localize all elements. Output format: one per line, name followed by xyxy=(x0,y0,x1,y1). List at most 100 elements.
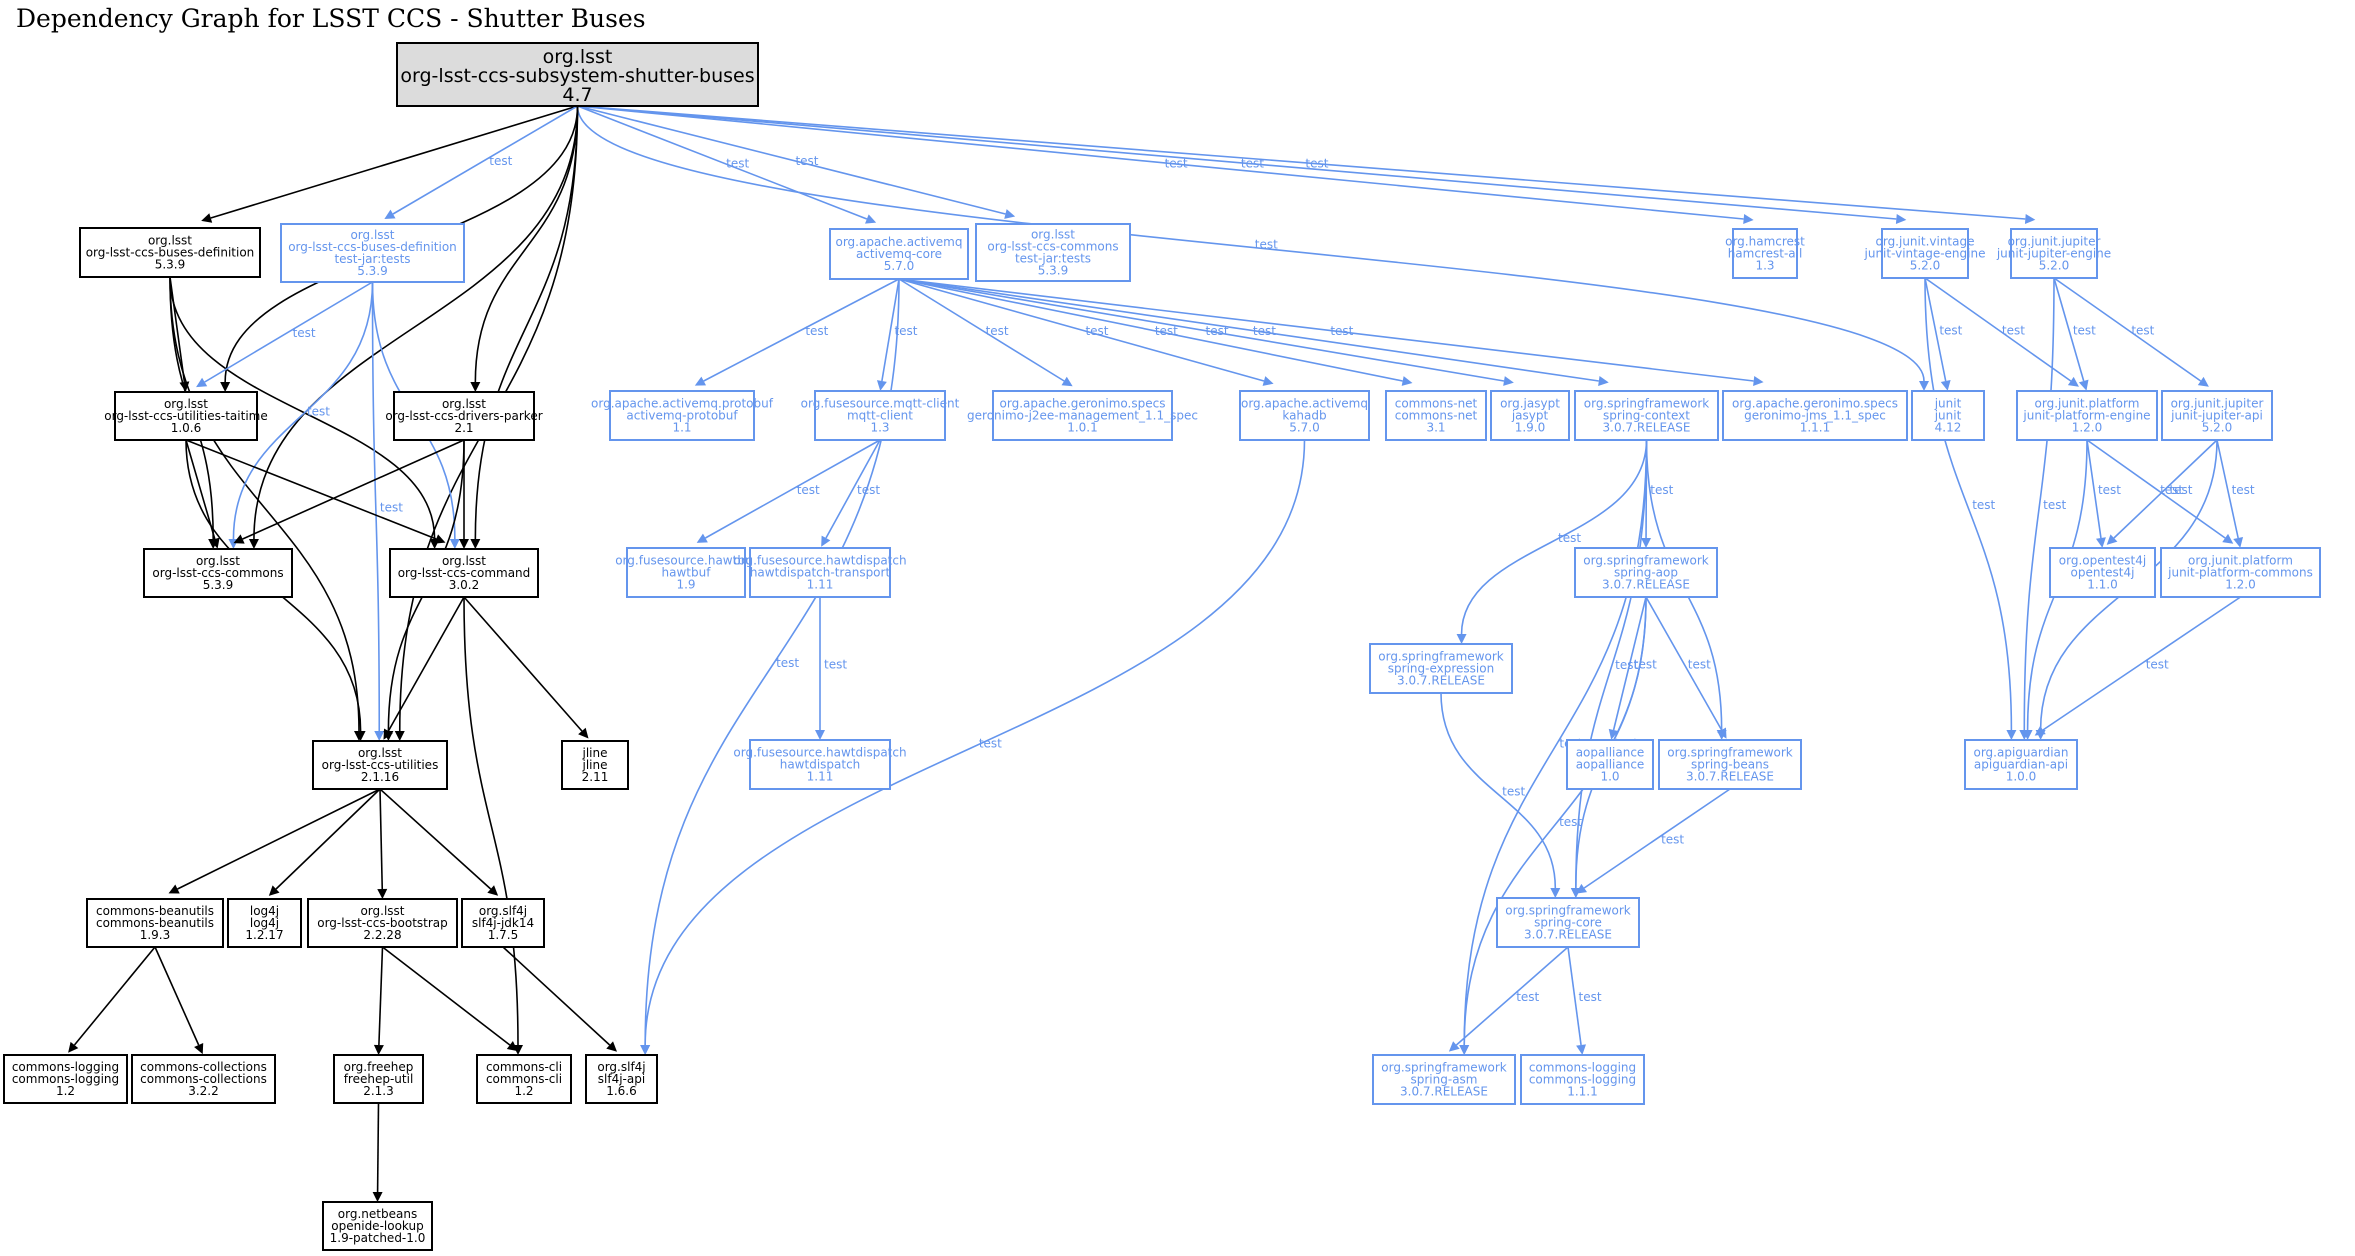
node-artifact-id: org-lsst-ccs-utilities-taitime xyxy=(104,409,267,423)
node-group-id: org.springframework xyxy=(1667,746,1793,760)
edge-label: test xyxy=(1330,324,1353,338)
node-version: 1.1.0 xyxy=(2087,578,2118,592)
node-group-id: org.junit.platform xyxy=(2035,397,2140,411)
node-group-id: org.hamcrest xyxy=(1725,235,1805,249)
node-artifact-id: jasypt xyxy=(1511,409,1549,423)
node-protobuf[interactable]: org.apache.activemq.protobufactivemq-pro… xyxy=(591,390,774,441)
node-box xyxy=(1722,390,1908,441)
arrowhead-icon xyxy=(1448,1041,1460,1052)
node-artifact-id: test-jar:tests xyxy=(334,252,410,266)
node-busdef[interactable]: org.lsstorg-lsst-ccs-buses-definition5.3… xyxy=(79,227,261,278)
edge-line xyxy=(2086,439,2102,539)
node-root[interactable]: org.lsstorg-lsst-ccs-subsystem-shutter-b… xyxy=(396,42,759,107)
edge-line xyxy=(577,105,1006,215)
node-jms[interactable]: org.apache.geronimo.specsgeronimo-jms_1.… xyxy=(1722,390,1908,441)
node-spexpr[interactable]: org.springframeworkspring-expression3.0.… xyxy=(1369,643,1513,694)
node-group-id: org.apache.activemq xyxy=(835,235,962,249)
edge-line xyxy=(1924,277,2013,731)
node-version: 1.9.3 xyxy=(140,928,171,942)
edge-line xyxy=(382,946,511,1046)
arrowhead-icon xyxy=(640,1045,651,1055)
edge-vintage-to-plateng: test xyxy=(1924,277,2079,387)
node-j2ee[interactable]: org.apache.geronimo.specsgeronimo-j2ee-m… xyxy=(967,390,1198,441)
node-version: 3.1 xyxy=(1426,421,1445,435)
edge-label: test xyxy=(1650,483,1673,497)
node-plateng[interactable]: org.junit.platformjunit-platform-engine1… xyxy=(2016,390,2158,441)
edge-root-to-junit: test xyxy=(576,105,1929,391)
node-version: 3.2.2 xyxy=(188,1084,219,1098)
node-openide[interactable]: org.netbeansopenide-lookup1.9-patched-1.… xyxy=(322,1201,433,1251)
node-box xyxy=(79,227,261,278)
node-group-id: org.fusesource.hawtdispatch xyxy=(733,554,906,568)
node-box xyxy=(1372,1054,1516,1105)
node-commonstest[interactable]: org.lsstorg-lsst-ccs-commonstest-jar:tes… xyxy=(975,223,1131,282)
edge-line xyxy=(1575,439,1648,889)
edge-line xyxy=(185,439,216,540)
node-spcore[interactable]: org.springframeworkspring-core3.0.7.RELE… xyxy=(1496,897,1640,948)
node-hdtrans[interactable]: org.fusesource.hawtdispatchhawtdispatch-… xyxy=(733,547,907,598)
node-busdeftest[interactable]: org.lsstorg-lsst-ccs-buses-definitiontes… xyxy=(280,223,465,283)
node-box xyxy=(2016,390,2158,441)
node-spasm[interactable]: org.springframeworkspring-asm3.0.7.RELEA… xyxy=(1372,1054,1516,1105)
node-spbeans[interactable]: org.springframeworkspring-beans3.0.7.REL… xyxy=(1658,739,1802,790)
node-version: 1.0.1 xyxy=(1067,421,1098,435)
node-box xyxy=(312,740,448,790)
node-box xyxy=(389,548,539,598)
node-artifact-id: org-lsst-ccs-utilities xyxy=(322,758,439,772)
edge-label: test xyxy=(1206,324,1229,338)
edge-spcore-to-spasm: test xyxy=(1448,946,1569,1052)
edge-line xyxy=(275,788,381,890)
node-box xyxy=(749,547,891,598)
node-ccoll[interactable]: commons-collectionscommons-collections3.… xyxy=(131,1054,276,1104)
arrowhead-icon xyxy=(1576,1044,1587,1055)
node-jupeng[interactable]: org.junit.jupiterjunit-jupiter-engine5.2… xyxy=(1996,228,2111,279)
edge-line xyxy=(371,281,381,732)
node-artifact-id: org-lsst-ccs-commons xyxy=(152,566,283,580)
node-box xyxy=(143,548,293,598)
arrowhead-icon xyxy=(196,377,208,388)
edge-taitime-to-command xyxy=(185,439,446,544)
node-spaop[interactable]: org.springframeworkspring-aop3.0.7.RELEA… xyxy=(1574,547,1718,598)
edge-root-to-command xyxy=(470,105,579,549)
node-version: 1.11 xyxy=(807,770,834,784)
node-hd[interactable]: org.fusesource.hawtdispatchhawtdispatch1… xyxy=(733,739,907,790)
node-group-id: org.springframework xyxy=(1505,904,1631,918)
arrowhead-icon xyxy=(1575,883,1588,894)
edge-line xyxy=(463,596,583,732)
arrowhead-icon xyxy=(373,1044,384,1055)
edge-label: test xyxy=(776,656,799,670)
node-version: 4.12 xyxy=(1935,421,1962,435)
node-vintage[interactable]: org.junit.vintagejunit-vintage-engine5.2… xyxy=(1864,228,1986,279)
node-taitime[interactable]: org.lsstorg-lsst-ccs-utilities-taitime1.… xyxy=(104,391,268,441)
arrowhead-icon xyxy=(578,727,589,739)
edge-bootstrap-to-freehep xyxy=(373,946,384,1055)
node-spctx[interactable]: org.springframeworkspring-context3.0.7.R… xyxy=(1574,390,1719,441)
node-platcom[interactable]: org.junit.platformjunit-platform-commons… xyxy=(2160,547,2321,598)
